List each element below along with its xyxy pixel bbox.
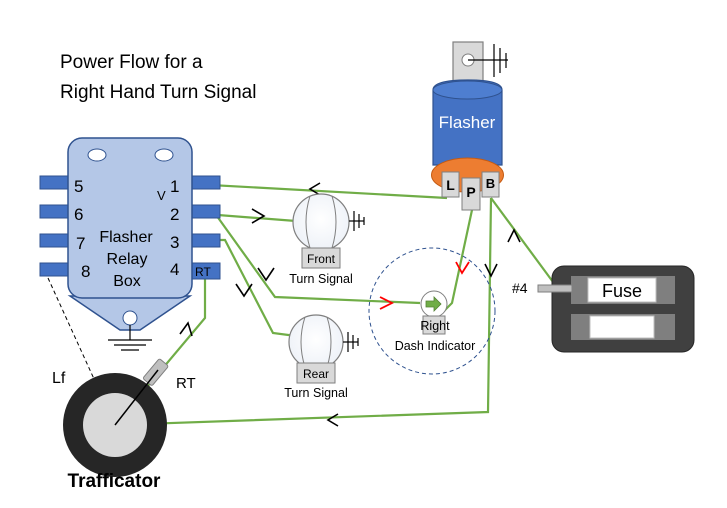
trafficator: Lf RT Trafficator [52,358,196,492]
arrow-down-rear [235,283,253,298]
wire-b-to-fuse [490,197,554,283]
relay-pin-3: 3 [170,233,179,252]
fuse-terminal-tab [537,284,573,293]
relay-top-hole-right [154,148,174,162]
relay-top-hole-left [87,148,107,162]
rear-bulb-caption: Turn Signal [284,386,347,400]
front-bulb-label: Front [307,252,336,266]
dash-indicator-label-line1: Right [420,319,450,333]
rear-turn-signal: Rear Turn Signal [284,314,359,400]
relay-label-line1: Flasher [99,229,153,246]
relay-tab-8 [39,262,73,277]
arrow-red-dash [379,296,395,310]
trafficator-rt-label: RT [176,375,196,392]
trafficator-lever [114,369,159,426]
relay-pin-1: 1 [170,177,179,196]
right-dash-indicator: Right Dash Indicator [368,247,496,375]
diagram-title-line2: Right Hand Turn Signal [60,82,256,103]
dash-indicator-label-line2: Dash Indicator [395,339,476,353]
flasher-relay-box: 5 6 7 8 1 2 3 4 V RT Flasher Relay Box [39,137,221,351]
relay-v-mark: V [157,188,166,203]
relay-pin-7: 7 [76,234,85,253]
flasher-terminal-b-label: B [486,176,495,191]
flasher-terminal-b [481,171,500,198]
dash-indicator-base [422,315,446,335]
rear-bulb-globe [288,314,344,370]
rear-bulb-label: Rear [303,367,329,381]
relay-tab-3 [187,233,221,248]
relay-ground-icon [108,325,152,351]
relay-pin-5: 5 [74,177,83,196]
front-bulb-globe [292,193,350,251]
front-bulb-base [301,247,341,269]
arrow-left-top [308,182,321,196]
front-turn-signal: Front Turn Signal [289,193,365,286]
flasher-terminal-p [461,177,481,211]
dash-indicator-boundary [368,247,496,375]
arrow-up-b [507,228,521,243]
relay-label-line3: Box [113,273,141,290]
relay-body [67,137,193,299]
diagram-title-line1: Power Flow for a [60,52,203,73]
relay-tab-5 [39,175,73,190]
relay-mount-hole [122,310,138,326]
rear-bulb-base [296,362,336,384]
relay-label-line2: Relay [107,251,148,268]
trafficator-label: Trafficator [68,471,162,492]
trafficator-lf-label: Lf [52,370,66,387]
relay-tab-1 [187,175,221,190]
right-arrow-icon [425,296,442,312]
relay-tab-7 [39,233,73,248]
arrow-left-return [326,413,339,427]
wire-pin2-to-dash-indicator [213,211,421,305]
relay-tab-6 [39,204,73,219]
arrow-red-p [455,261,470,275]
flasher-ground-icon [468,44,508,77]
flasher-label: Flasher [439,113,496,132]
wire-p-to-dash-indicator [441,209,474,314]
fuse-block: Fuse #4 [512,265,695,353]
wire-b-to-return [114,197,493,427]
flasher-terminal-l-label: L [446,177,455,193]
flasher-terminal-l [441,171,460,198]
relay-pin-4: 4 [170,260,179,279]
arrow-down-dash [257,267,275,282]
fuse-terminal-label: #4 [512,280,528,296]
rear-bulb-ground-icon [347,332,359,352]
fuse-1-body [587,277,657,303]
flasher-terminal-p-label: P [466,184,475,200]
relay-rt-label: RT [195,265,211,279]
fuse-label: Fuse [602,281,642,301]
arrow-down-b [484,263,498,278]
relay-pin-8: 8 [81,262,90,281]
relay-tab-2 [187,204,221,219]
wire-pin1-to-flasher-l [191,182,448,200]
front-bulb-caption: Turn Signal [289,272,352,286]
arrow-up-rt [179,321,193,337]
flow-arrows [179,182,521,427]
relay-pin-2: 2 [170,205,179,224]
front-bulb-ground-icon [353,211,365,231]
relay-pin-6: 6 [74,205,83,224]
flasher-can: Flasher L P B [431,41,508,211]
arrow-right-front [251,208,266,224]
fuse-2-body [589,315,655,339]
